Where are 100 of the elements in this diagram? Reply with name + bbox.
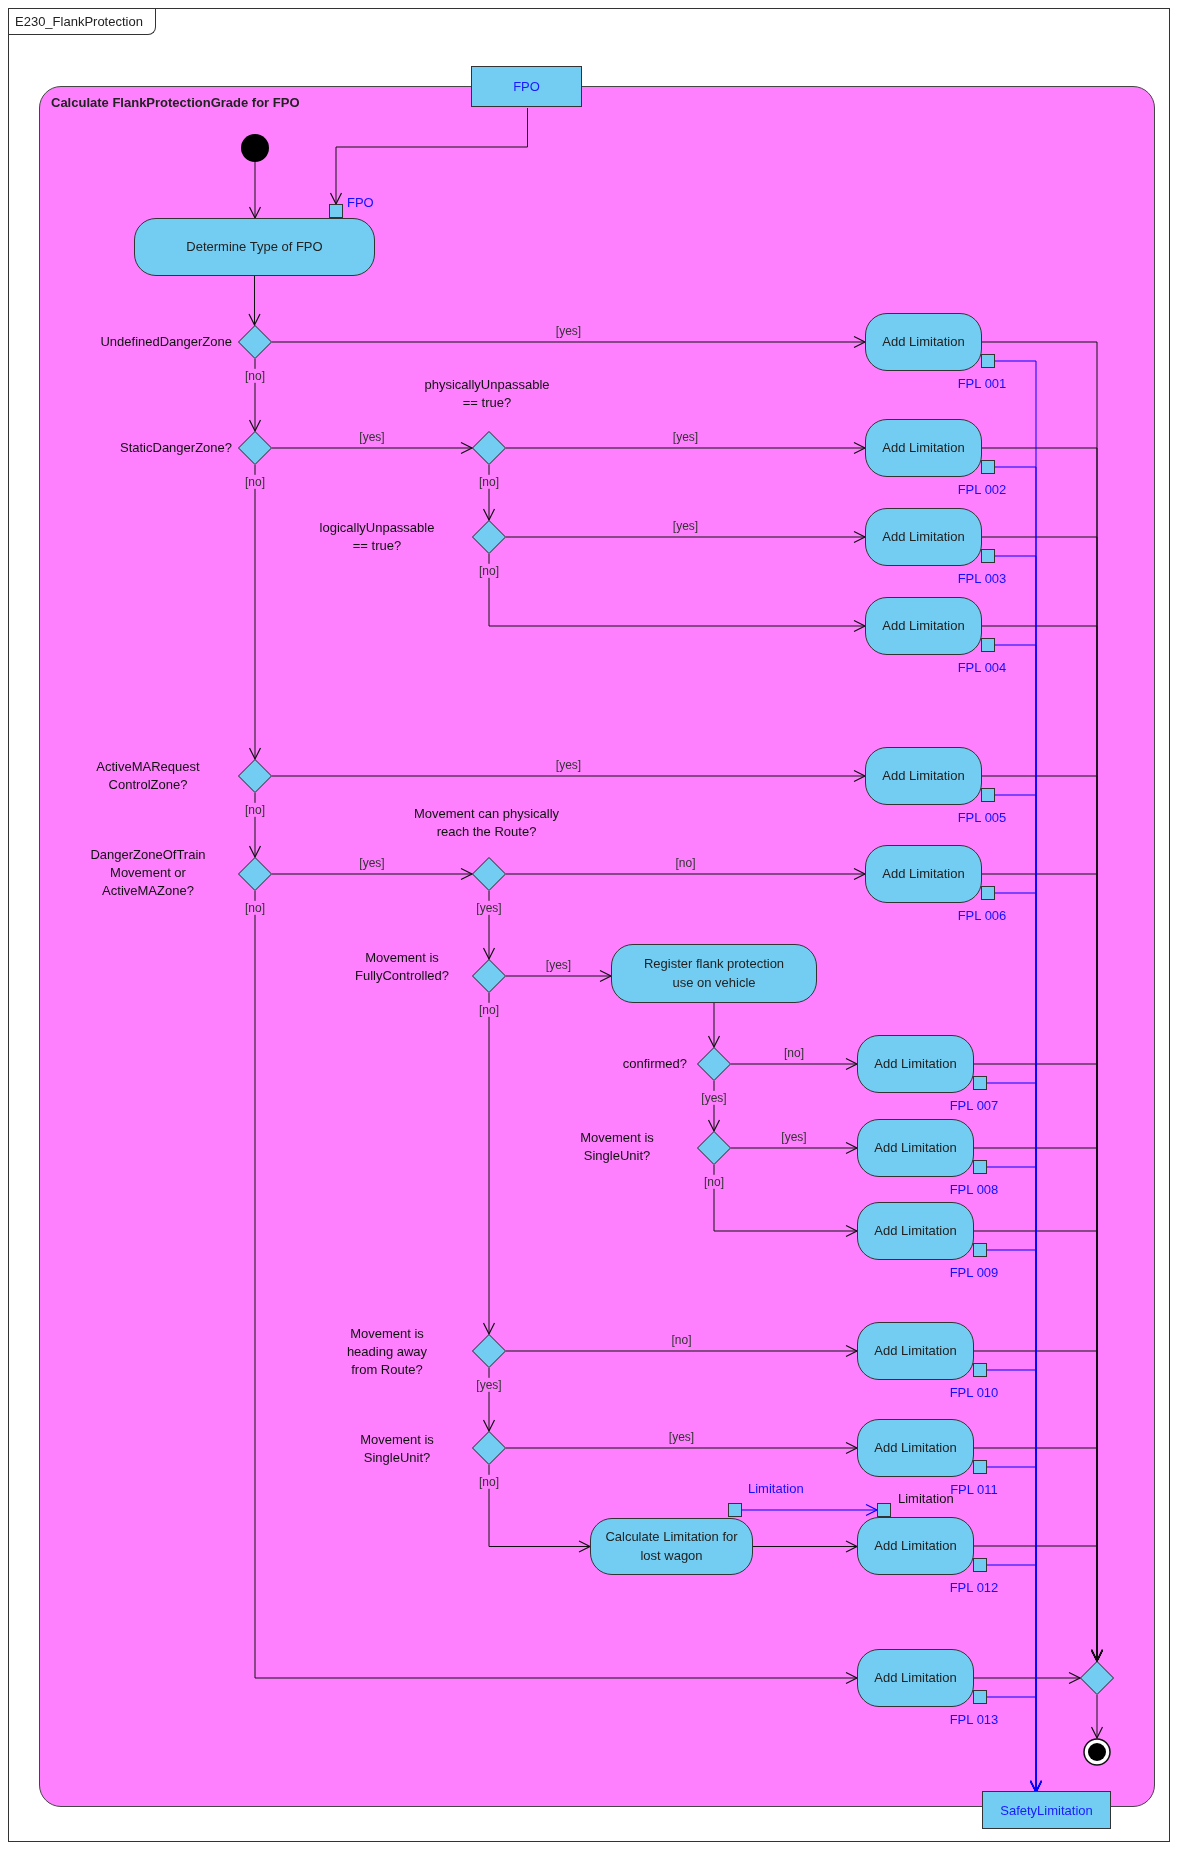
decision-label: Movement is FullyControlled? — [354, 948, 450, 985]
flow-arrow — [248, 161, 262, 219]
decision-label: Movement is SingleUnit? — [579, 1128, 655, 1165]
action-box: Add Limitation — [857, 1035, 974, 1093]
action-box: Add Limitation — [865, 508, 982, 566]
pin-label: FPL 004 — [956, 659, 1008, 677]
guard-label: [no] — [244, 474, 266, 490]
pin-square — [973, 1363, 987, 1377]
flow-arrow — [707, 1002, 721, 1048]
guard-label: [yes] — [358, 855, 386, 871]
flow-arrow — [505, 969, 612, 983]
guard-label: [no] — [674, 855, 697, 871]
action-box: Add Limitation — [857, 1322, 974, 1380]
flow-arrow — [329, 107, 528, 205]
guard-label: [no] — [244, 802, 266, 818]
decision-label: Movement is SingleUnit? — [359, 1430, 435, 1467]
guard-label: [yes] — [671, 518, 700, 534]
action-box: Add Limitation — [865, 845, 982, 903]
guard-label: [yes] — [554, 323, 583, 339]
pin-square — [981, 638, 995, 652]
action-box: Add Limitation — [857, 1202, 974, 1260]
flow-arrow — [248, 464, 262, 760]
action-box: Register flank protection use on vehicle — [611, 944, 817, 1003]
parameter-box: FPO — [471, 66, 582, 107]
decision-label: DangerZoneOfTrain Movement or ActiveMAZone? — [89, 845, 207, 901]
pin-label: FPL 002 — [956, 481, 1008, 499]
pin-square — [981, 886, 995, 900]
guard-label: [no] — [244, 900, 266, 916]
pin-square — [981, 549, 995, 563]
pin-label: FPO — [347, 194, 375, 212]
pin-square — [973, 1160, 987, 1174]
action-box: Add Limitation — [857, 1419, 974, 1477]
pin-label: FPL 012 — [948, 1579, 1000, 1597]
guard-label: [no] — [478, 474, 500, 490]
flow-arrow — [505, 530, 866, 544]
pin-label: FPL 013 — [948, 1711, 1000, 1729]
flow-arrow — [482, 992, 496, 1335]
pin-square — [973, 1690, 987, 1704]
flow-arrow — [713, 1164, 858, 1238]
guard-label: [yes] — [671, 429, 700, 445]
flow-arrow — [271, 867, 473, 881]
guard-label: [no] — [670, 1332, 693, 1348]
guard-label: [yes] — [544, 957, 573, 973]
action-box: Add Limitation — [857, 1517, 974, 1575]
pin-label: FPL 003 — [956, 570, 1008, 588]
flow-arrow — [271, 335, 866, 349]
action-box: Add Limitation — [865, 419, 982, 477]
flow-arrow — [505, 867, 866, 881]
guard-label: [no] — [478, 563, 500, 579]
action-box: Determine Type of FPO — [134, 218, 375, 276]
decision-label: UndefinedDangerZone — [99, 332, 232, 351]
flow-arrow — [973, 1671, 1081, 1685]
flow-arrow — [248, 358, 262, 432]
pin-label: FPL 010 — [948, 1384, 1000, 1402]
pin-square — [981, 354, 995, 368]
flow-arrow — [505, 1441, 858, 1455]
frame-title: E230_FlankProtection — [9, 9, 156, 35]
action-box: Add Limitation — [865, 597, 982, 655]
flow-arrow — [505, 441, 866, 455]
decision-label: confirmed? — [621, 1054, 687, 1073]
pin-label: FPL 001 — [956, 375, 1008, 393]
action-box: Calculate Limitation for lost wagon — [590, 1518, 753, 1575]
flow-arrow — [271, 769, 866, 783]
guard-label: [yes] — [475, 1377, 503, 1393]
flow-arrow — [482, 464, 496, 521]
flow-arrow — [248, 275, 261, 326]
action-box: Add Limitation — [857, 1119, 974, 1177]
guard-label: [yes] — [475, 900, 503, 916]
pin-square — [973, 1243, 987, 1257]
pin-square — [981, 460, 995, 474]
action-box: Add Limitation — [857, 1649, 974, 1707]
guard-label: [no] — [703, 1174, 725, 1190]
flow-arrow — [505, 1344, 858, 1358]
flow-arrow — [254, 890, 858, 1685]
decision-label: Movement is heading away from Route? — [345, 1324, 429, 1380]
flow-arrow — [488, 1464, 591, 1553]
flow-arrow — [248, 792, 262, 858]
guard-label: [no] — [783, 1045, 805, 1061]
guard-label: [yes] — [780, 1129, 808, 1145]
flow-arrow — [488, 553, 866, 633]
flow-arrow — [730, 1057, 858, 1071]
guard-label: [yes] — [700, 1090, 728, 1106]
pin-square — [981, 788, 995, 802]
parameter-box: SafetyLimitation — [982, 1791, 1111, 1829]
guard-label: [yes] — [554, 757, 583, 773]
pin-label: FPL 008 — [948, 1181, 1000, 1199]
guard-label: [yes] — [667, 1429, 696, 1445]
guard-label: [no] — [244, 368, 266, 384]
action-box: Add Limitation — [865, 313, 982, 371]
decision-label: logicallyUnpassable == true? — [318, 518, 436, 555]
activity-title: Calculate FlankProtectionGrade for FPO — [51, 95, 300, 110]
decision-label: Movement can physically reach the Route? — [412, 804, 561, 841]
pin-square — [973, 1558, 987, 1572]
flow-arrow — [730, 1141, 858, 1155]
pin-square — [329, 204, 343, 218]
action-box: Add Limitation — [865, 747, 982, 805]
flow-arrow — [1090, 1694, 1104, 1739]
flow-arrow — [271, 441, 473, 455]
guard-label: [yes] — [358, 429, 386, 445]
guard-label: [no] — [478, 1002, 500, 1018]
